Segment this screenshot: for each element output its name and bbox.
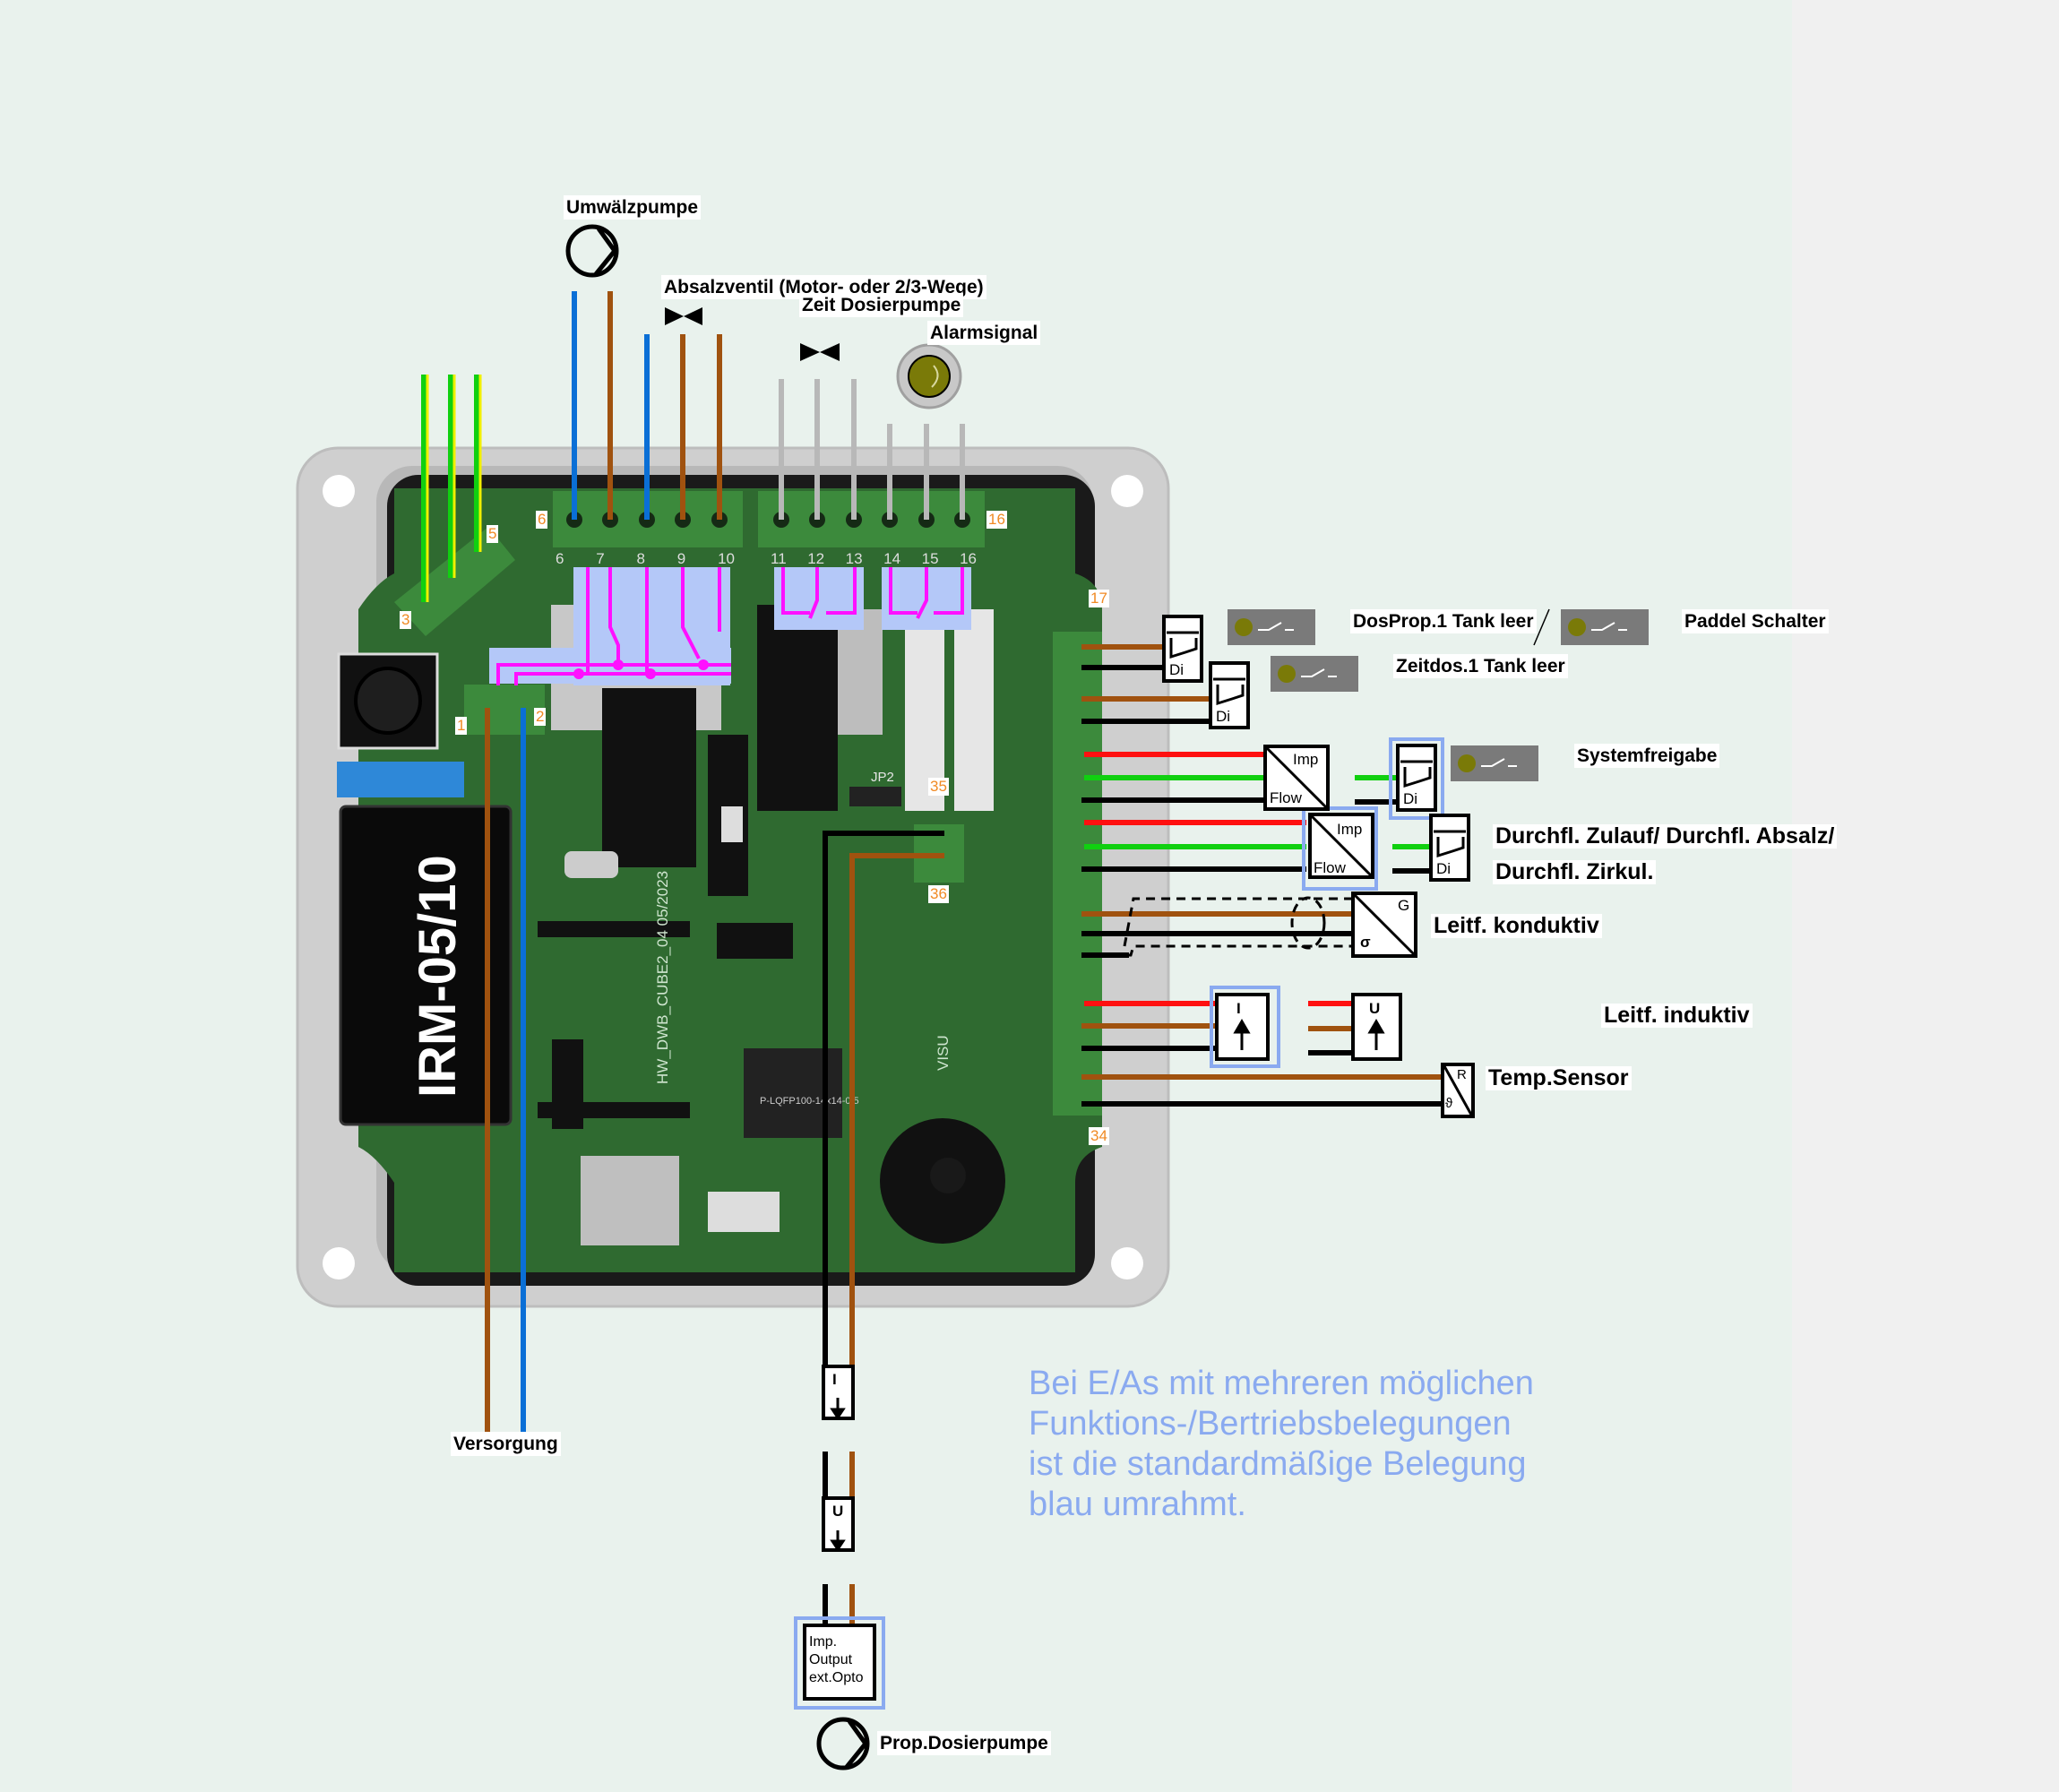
pin-label: 34 bbox=[1089, 1127, 1109, 1145]
separator-slash bbox=[1533, 608, 1550, 646]
pin-label: 16 bbox=[986, 511, 1007, 529]
terminal-number: 12 bbox=[807, 550, 825, 567]
label-prop-dosierpumpe: Prop.Dosierpumpe bbox=[877, 1731, 1051, 1755]
alarm-lamp-icon bbox=[896, 343, 962, 409]
di-label: Di bbox=[1403, 790, 1418, 807]
sd-card-slot bbox=[581, 1156, 679, 1245]
sigma-label: σ bbox=[1360, 934, 1371, 951]
imp-label: Imp bbox=[1337, 821, 1363, 838]
pin-label: 36 bbox=[928, 885, 949, 903]
label-versorgung: Versorgung bbox=[451, 1432, 561, 1456]
imp-output-line: Output bbox=[809, 1652, 853, 1667]
default-assignment-note: Bei E/As mit mehreren möglichen Funktion… bbox=[1029, 1364, 1534, 1525]
mount-hole bbox=[1111, 1247, 1143, 1279]
di-label: Di bbox=[1169, 661, 1185, 678]
dosing-pump-icon bbox=[816, 1717, 870, 1770]
terminal-number: 10 bbox=[718, 550, 735, 567]
imp-output-box bbox=[803, 1624, 876, 1701]
i-label: I bbox=[1236, 1000, 1241, 1017]
label-paddel: Paddel Schalter bbox=[1682, 609, 1829, 633]
switch-indicator bbox=[1228, 609, 1315, 645]
pin-label: 17 bbox=[1089, 590, 1109, 607]
terminal-number: 11 bbox=[771, 550, 787, 567]
pcb-label: HW_DWB_CUBE2_04 05/2023 bbox=[654, 871, 671, 1084]
pin-label: 6 bbox=[536, 511, 548, 529]
relay-contacts bbox=[489, 567, 971, 685]
terminal-number: 15 bbox=[921, 550, 939, 567]
note-line: ist die standardmäßige Belegung bbox=[1029, 1445, 1527, 1483]
r-label: R bbox=[1457, 1067, 1467, 1082]
terminal-block-right bbox=[1053, 632, 1102, 1116]
u-label: U bbox=[832, 1503, 844, 1520]
valve-icon bbox=[665, 307, 702, 325]
label-dosprop-tank: DosProp.1 Tank leer bbox=[1350, 609, 1537, 633]
flow-label: Flow bbox=[1314, 859, 1346, 876]
visu-label: VISU bbox=[935, 1035, 952, 1071]
di-label: Di bbox=[1436, 860, 1452, 877]
note-line: blau umrahmt. bbox=[1029, 1486, 1246, 1523]
terminal-numbers-11-16: 11 12 13 14 15 16 bbox=[771, 550, 977, 568]
terminal-numbers-6-10: 6 7 8 9 10 bbox=[556, 550, 735, 568]
terminal-block-11-16 bbox=[758, 491, 985, 547]
label-zeitdos-tank: Zeitdos.1 Tank leer bbox=[1393, 654, 1568, 678]
pin-label: 3 bbox=[400, 611, 412, 629]
pin-label: 5 bbox=[487, 525, 499, 543]
flow-label: Flow bbox=[1270, 789, 1302, 806]
pin-label: 1 bbox=[455, 717, 468, 735]
label-umwaelzpumpe: Umwälzpumpe bbox=[564, 195, 702, 220]
g-label: G bbox=[1398, 897, 1410, 914]
terminal-number: 14 bbox=[883, 550, 901, 567]
terminal-number: 7 bbox=[596, 550, 605, 567]
switch-indicator bbox=[1561, 609, 1649, 645]
circulation-pump-icon bbox=[565, 224, 619, 278]
capacitor bbox=[337, 762, 464, 797]
wires-right bbox=[1081, 644, 1443, 1107]
note-line: Bei E/As mit mehreren möglichen bbox=[1029, 1365, 1534, 1402]
relay bbox=[757, 605, 838, 811]
di-label: Di bbox=[1216, 708, 1231, 725]
mount-hole bbox=[1111, 475, 1143, 507]
shield-outline bbox=[1123, 896, 1353, 957]
label-zeit-dosierpumpe: Zeit Dosierpumpe bbox=[799, 293, 964, 317]
note-line: Funktions-/Bertriebsbelegungen bbox=[1029, 1405, 1512, 1443]
u-label: U bbox=[1369, 1000, 1381, 1017]
label-leitf-induktiv: Leitf. induktiv bbox=[1601, 1004, 1753, 1028]
terminal-number: 9 bbox=[676, 550, 686, 567]
pin-label: 35 bbox=[928, 778, 949, 796]
label-durchfl-2: Durchfl. Zirkul. bbox=[1493, 860, 1657, 884]
theta-label: ϑ bbox=[1445, 1096, 1453, 1111]
power-module bbox=[339, 805, 513, 1126]
terminal-number: 16 bbox=[960, 550, 977, 567]
arrow-icons bbox=[830, 1019, 1385, 1552]
pcb-board: P-LQFP100-14x14-0.5 HW_DWB_CUBE2_04 05/2… bbox=[337, 488, 1102, 1272]
mount-hole bbox=[323, 475, 355, 507]
terminal-block-supply bbox=[464, 685, 545, 735]
imp-output-line: Imp. bbox=[809, 1634, 838, 1650]
usb-port bbox=[564, 851, 618, 878]
default-highlight-frames bbox=[794, 737, 1444, 1710]
switch-indicator bbox=[1271, 656, 1358, 692]
jp2-header bbox=[849, 787, 901, 806]
pin-label: 2 bbox=[534, 708, 547, 726]
terminal-number: 8 bbox=[636, 550, 645, 567]
label-systemfreigabe: Systemfreigabe bbox=[1574, 744, 1720, 768]
background-panel bbox=[1792, 0, 2059, 1792]
imp-output-label: Imp. Output ext.Opto bbox=[809, 1633, 863, 1687]
valve-icon bbox=[800, 343, 840, 361]
jp2-label: JP2 bbox=[871, 770, 894, 785]
imp-output-line: ext.Opto bbox=[809, 1670, 864, 1685]
model-label: IRM-05/10 bbox=[409, 855, 467, 1098]
i-label: I bbox=[832, 1371, 837, 1388]
imp-label: Imp bbox=[1293, 751, 1319, 768]
label-durchfl-1: Durchfl. Zulauf/ Durchfl. Absalz/ bbox=[1493, 824, 1838, 849]
label-temp-sensor: Temp.Sensor bbox=[1486, 1066, 1632, 1090]
label-leitf-konduktiv: Leitf. konduktiv bbox=[1431, 914, 1602, 938]
chip-label: P-LQFP100-14x14-0.5 bbox=[760, 1096, 859, 1107]
switch-indicator bbox=[1451, 745, 1538, 781]
label-alarmsignal: Alarmsignal bbox=[927, 321, 1041, 345]
mount-hole bbox=[323, 1247, 355, 1279]
terminal-block-pe bbox=[394, 527, 515, 636]
terminal-number: 13 bbox=[845, 550, 863, 567]
terminal-number: 6 bbox=[556, 550, 564, 567]
